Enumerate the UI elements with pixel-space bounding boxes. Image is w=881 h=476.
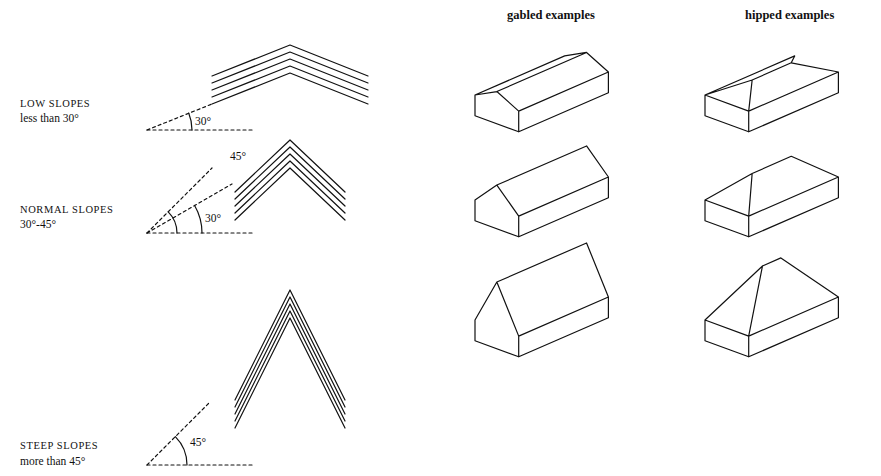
angle-label: 30° [205,212,221,225]
low-slope-construction [147,104,252,130]
hipped-house-normal [705,156,838,237]
normal-slope-construction [147,168,255,233]
angle-label: 45° [230,150,246,163]
hipped-house-steep [705,258,838,357]
angle-label: 30° [195,115,211,128]
slope-class: LOW SLOPES [20,98,90,110]
angle-arc [175,437,187,465]
steep-slope-lines [235,290,345,428]
normal-slope-lines [235,140,345,220]
slope-class: STEEP SLOPES [20,440,98,452]
slope-range: less than 30° [20,112,79,125]
slope-class: NORMAL SLOPES [20,204,113,216]
gabled-house-low [475,52,608,131]
low-slope-lines [212,45,368,104]
gabled-house-steep [475,243,608,357]
gabled-house-normal [475,146,608,237]
angle-arc [189,113,192,130]
slope-range: more than 45° [20,455,85,468]
hipped-house-low [705,56,838,132]
angle-arc [168,212,177,233]
column-heading: hipped examples [745,8,834,22]
angle-arc [195,206,202,234]
angle-label: 45° [190,436,206,449]
steep-slope-construction [147,402,255,465]
column-heading: gabled examples [507,8,595,22]
slope-range: 30°-45° [20,218,56,231]
